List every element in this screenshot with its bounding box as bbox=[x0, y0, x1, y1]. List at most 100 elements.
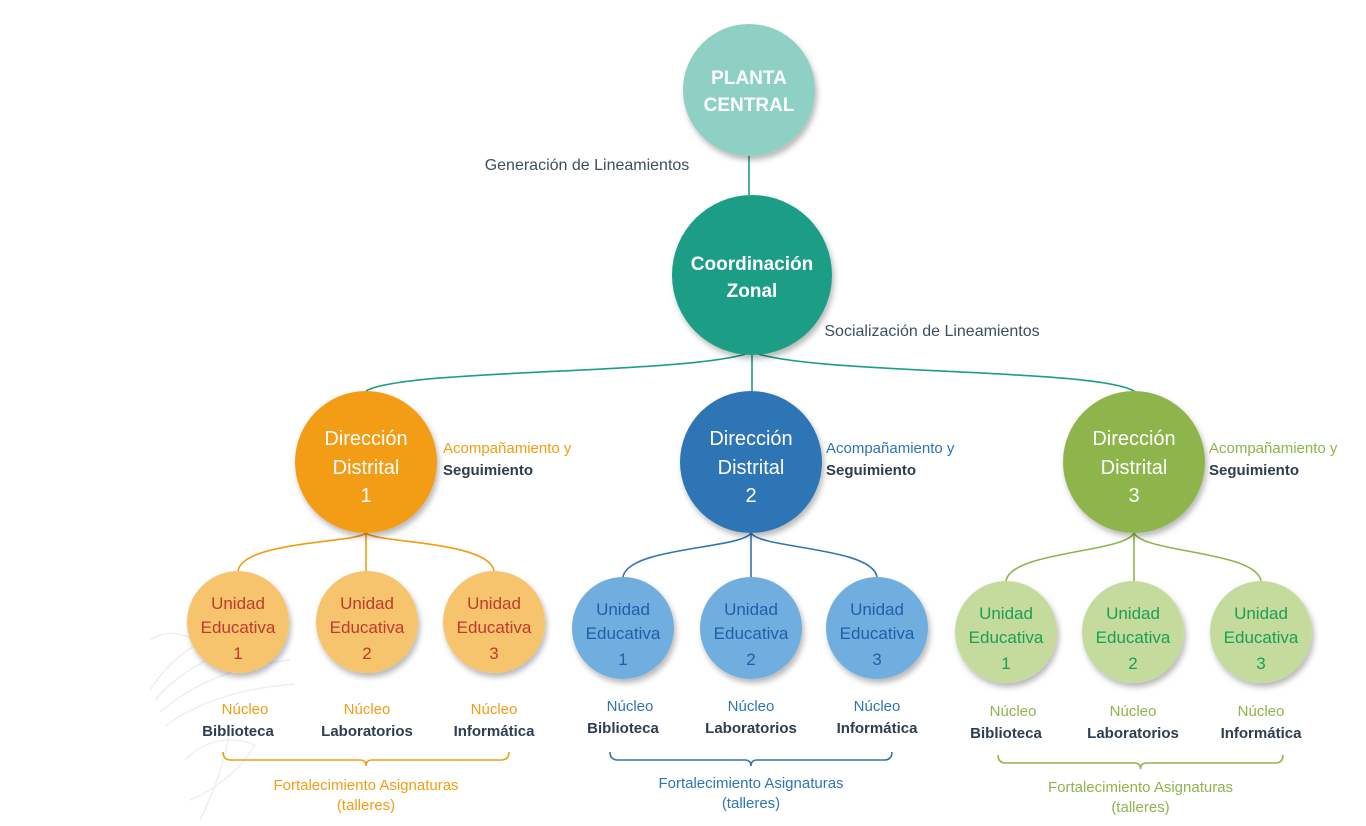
distrital-1-bracket bbox=[222, 751, 510, 767]
distrital-1-number: 1 bbox=[360, 485, 371, 507]
distrital-3-bracket bbox=[997, 754, 1284, 770]
distrital-1-unidad-educativa-1-node bbox=[187, 571, 289, 673]
planta-central-node bbox=[683, 24, 815, 156]
distrital-2-unidad-number: 3 bbox=[872, 650, 881, 669]
distrital-3-nucleo-area: Informática bbox=[1221, 725, 1303, 742]
distrital-3-nucleo-label: Núcleo bbox=[1110, 703, 1157, 720]
distrital-1-talleres-label: (talleres) bbox=[337, 797, 395, 814]
distrital-1-nucleo-area: Laboratorios bbox=[321, 723, 413, 740]
distrital-2-unidad-educativa-2-node bbox=[700, 577, 802, 679]
connector-distrital-3-unit-1 bbox=[1005, 532, 1135, 582]
distrital-2-unidad-number: 1 bbox=[618, 650, 627, 669]
distrital-3-unidad-number: 1 bbox=[1001, 654, 1010, 673]
connector-distrital-1-unit-1 bbox=[237, 532, 367, 572]
distrital-2-fortalecimiento-label: Fortalecimiento Asignaturas bbox=[658, 775, 843, 792]
distrital-1-caption-acompanamiento: Acompañamiento y bbox=[443, 440, 572, 457]
distrital-2-talleres-label: (talleres) bbox=[722, 795, 780, 812]
distrital-3-unidad-number: 2 bbox=[1128, 654, 1137, 673]
distrital-1-unidad-label: Educativa bbox=[201, 618, 276, 637]
distrital-1-node bbox=[295, 391, 437, 533]
distrital-1-nucleo-label: Núcleo bbox=[344, 701, 391, 718]
distrital-3-talleres-label: (talleres) bbox=[1111, 799, 1169, 816]
connector-coordination-distrital-1 bbox=[365, 351, 753, 392]
planta-central-label: PLANTA bbox=[711, 68, 787, 89]
distrital-3-nucleo-label: Núcleo bbox=[1238, 703, 1285, 720]
distrital-1-label: Distrital bbox=[333, 457, 400, 479]
distrital-2-unidad-number: 2 bbox=[746, 650, 755, 669]
distrital-1-nucleo-label: Núcleo bbox=[222, 701, 269, 718]
distrital-1-unidad-label: Unidad bbox=[340, 594, 394, 613]
distrital-1-unidad-educativa-2-node bbox=[316, 571, 418, 673]
distrital-1-unidad-number: 2 bbox=[362, 644, 371, 663]
distrital-2-caption-seguimiento: Seguimiento bbox=[826, 462, 916, 479]
distrital-1-nucleo-area: Biblioteca bbox=[202, 723, 274, 740]
distrital-3-nucleo-area: Laboratorios bbox=[1087, 725, 1179, 742]
distrital-3-label: Distrital bbox=[1101, 457, 1168, 479]
distrital-2-node bbox=[680, 391, 822, 533]
distrital-3-unidad-label: Unidad bbox=[1106, 604, 1160, 623]
distrital-2-unidad-label: Unidad bbox=[596, 600, 650, 619]
distrital-1-unidad-label: Unidad bbox=[211, 594, 265, 613]
coordinacion-zonal-label: Coordinación bbox=[691, 254, 813, 275]
distrital-2-label: Dirección bbox=[709, 428, 792, 450]
distrital-3-unidad-label: Educativa bbox=[969, 628, 1044, 647]
distrital-1-label: Dirección bbox=[324, 428, 407, 450]
distrital-1-nucleo-label: Núcleo bbox=[471, 701, 518, 718]
distrital-2-caption-acompanamiento: Acompañamiento y bbox=[826, 440, 955, 457]
distrital-3-caption-seguimiento: Seguimiento bbox=[1209, 462, 1299, 479]
distrital-3-fortalecimiento-label: Fortalecimiento Asignaturas bbox=[1048, 779, 1233, 796]
distrital-2-nucleo-label: Núcleo bbox=[854, 698, 901, 715]
connector-coordination-distrital-3 bbox=[751, 351, 1135, 392]
distrital-2-unidad-label: Unidad bbox=[724, 600, 778, 619]
connector-distrital-2-unit-1 bbox=[622, 532, 752, 578]
distrital-1-unidad-label: Educativa bbox=[330, 618, 405, 637]
distrital-1-unidad-label: Unidad bbox=[467, 594, 521, 613]
distrital-1-unidad-educativa-3-node bbox=[443, 571, 545, 673]
distrital-3-caption-acompanamiento: Acompañamiento y bbox=[1209, 440, 1338, 457]
distrital-2-number: 2 bbox=[745, 485, 756, 507]
connector-distrital-3-unit-3 bbox=[1133, 532, 1262, 582]
socializacion-lineamientos-caption: Socialización de Lineamientos bbox=[824, 323, 1039, 340]
distrital-3-nucleo-label: Núcleo bbox=[990, 703, 1037, 720]
distrital-3-label: Dirección bbox=[1092, 428, 1175, 450]
distrital-3-unidad-label: Unidad bbox=[1234, 604, 1288, 623]
distrital-3-unidad-educativa-2-node bbox=[1082, 581, 1184, 683]
distrital-1-unidad-number: 1 bbox=[233, 644, 242, 663]
distrital-2-unidad-label: Educativa bbox=[840, 624, 915, 643]
distrital-3-unidad-label: Educativa bbox=[1224, 628, 1299, 647]
distrital-3-number: 3 bbox=[1128, 485, 1139, 507]
distrital-3-unidad-number: 3 bbox=[1256, 654, 1265, 673]
coordinacion-zonal-node bbox=[672, 195, 832, 355]
distrital-2-bracket bbox=[609, 751, 893, 767]
distrital-2-label: Distrital bbox=[718, 457, 785, 479]
distrital-1-nucleo-area: Informática bbox=[454, 723, 536, 740]
distrital-2-nucleo-area: Informática bbox=[837, 720, 919, 737]
distrital-2-nucleo-area: Laboratorios bbox=[705, 720, 797, 737]
connector-distrital-2-unit-3 bbox=[750, 532, 878, 578]
coordinacion-zonal-label: Zonal bbox=[727, 281, 778, 302]
distrital-2-nucleo-label: Núcleo bbox=[728, 698, 775, 715]
connector-lines bbox=[222, 156, 1284, 770]
distrital-2-nucleo-label: Núcleo bbox=[607, 698, 654, 715]
distrital-2-unidad-educativa-3-node bbox=[826, 577, 928, 679]
distrital-3-unidad-label: Educativa bbox=[1096, 628, 1171, 647]
distrital-3-unidad-educativa-3-node bbox=[1210, 581, 1312, 683]
distrital-1-caption-seguimiento: Seguimiento bbox=[443, 462, 533, 479]
diagram-nodes: PLANTA CENTRAL Generación de LineamientosC… bbox=[187, 24, 1338, 816]
distrital-3-unidad-educativa-1-node bbox=[955, 581, 1057, 683]
distrital-3-unidad-label: Unidad bbox=[979, 604, 1033, 623]
planta-central-label: CENTRAL bbox=[704, 95, 795, 116]
distrital-2-unidad-label: Educativa bbox=[586, 624, 661, 643]
distrital-2-unidad-educativa-1-node bbox=[572, 577, 674, 679]
distrital-2-unidad-label: Unidad bbox=[850, 600, 904, 619]
distrital-2-nucleo-area: Biblioteca bbox=[587, 720, 659, 737]
distrital-1-unidad-label: Educativa bbox=[457, 618, 532, 637]
distrital-3-node bbox=[1063, 391, 1205, 533]
connector-distrital-1-unit-3 bbox=[365, 532, 495, 572]
distrital-1-unidad-number: 3 bbox=[489, 644, 498, 663]
distrital-3-nucleo-area: Biblioteca bbox=[970, 725, 1042, 742]
distrital-2-unidad-label: Educativa bbox=[714, 624, 789, 643]
generacion-lineamientos-caption: Generación de Lineamientos bbox=[485, 157, 690, 174]
distrital-1-fortalecimiento-label: Fortalecimiento Asignaturas bbox=[273, 777, 458, 794]
